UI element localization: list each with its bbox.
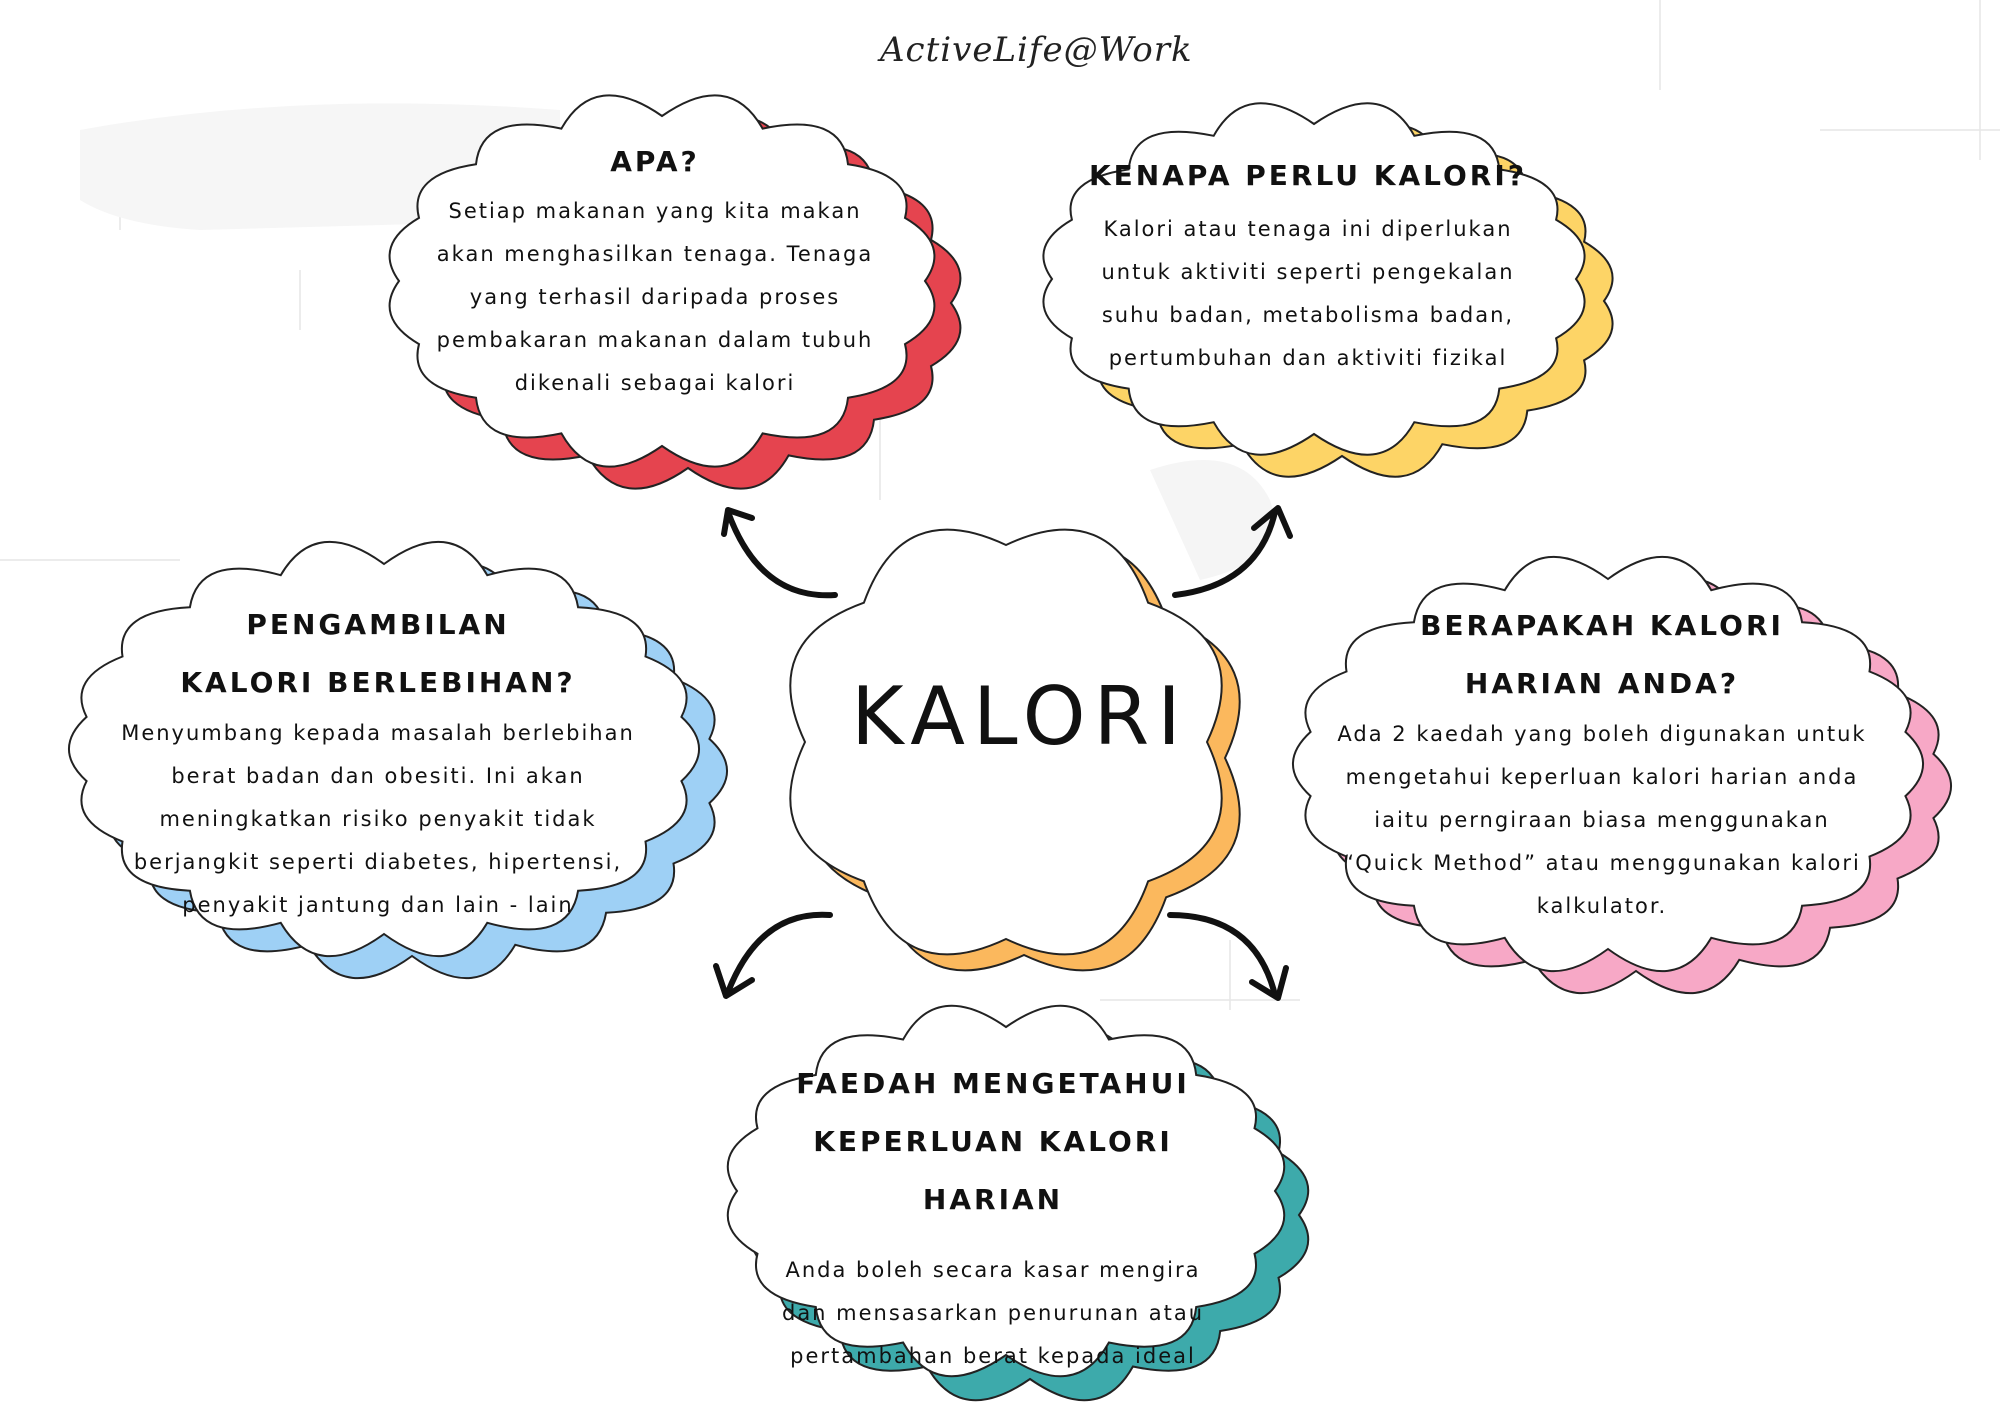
cloud-body	[388, 94, 936, 468]
node-berapakah-shape	[1291, 555, 1953, 995]
node-faedah-title: FAEDAH MENGETAHUI KEPERLUAN KALORI HARIA…	[796, 1067, 1190, 1216]
node-apa-shape	[388, 94, 962, 490]
node-pengambilan-title: PENGAMBILAN KALORI BERLEBIHAN?	[180, 608, 576, 699]
node-faedah-body: Anda boleh secara kasar mengira dan mens…	[781, 1258, 1205, 1368]
cloud-body	[1291, 555, 1925, 973]
node-berapakah: BERAPAKAH KALORI HARIAN ANDA? Ada 2 kaed…	[1282, 555, 1962, 995]
node-apa: APA? Setiap makanan yang kita makan akan…	[375, 92, 975, 492]
node-kenapa: KENAPA PERLU KALORI? Kalori atau tenaga …	[1028, 100, 1628, 480]
node-faedah: FAEDAH MENGETAHUI KEPERLUAN KALORI HARIA…	[713, 1003, 1323, 1403]
center-node-shape	[789, 528, 1241, 972]
node-kenapa-shape	[1042, 102, 1614, 478]
center-node	[775, 515, 1255, 985]
node-pengambilan-body: Menyumbang kepada masalah berlebihan ber…	[121, 721, 635, 917]
node-faedah-shape	[726, 1004, 1310, 1402]
node-apa-body: Setiap makanan yang kita makan akan meng…	[436, 199, 874, 395]
cloud-body	[789, 528, 1223, 956]
node-kenapa-title: KENAPA PERLU KALORI?	[1088, 159, 1528, 192]
cloud-body	[726, 1004, 1286, 1378]
node-berapakah-title: BERAPAKAH KALORI HARIAN ANDA?	[1420, 609, 1784, 700]
node-pengambilan-shape	[67, 540, 729, 980]
node-kenapa-body: Kalori atau tenaga ini diperlukan untuk …	[1101, 217, 1515, 370]
node-berapakah-body: Ada 2 kaedah yang boleh digunakan untuk …	[1337, 722, 1867, 918]
center-title: KALORI	[851, 670, 1189, 763]
cloud-body	[1042, 102, 1586, 456]
node-pengambilan: PENGAMBILAN KALORI BERLEBIHAN? Menyumban…	[58, 540, 738, 980]
cloud-body	[67, 540, 701, 958]
brand-logo: ActiveLife@Work	[880, 30, 1193, 70]
node-apa-title: APA?	[610, 145, 700, 178]
